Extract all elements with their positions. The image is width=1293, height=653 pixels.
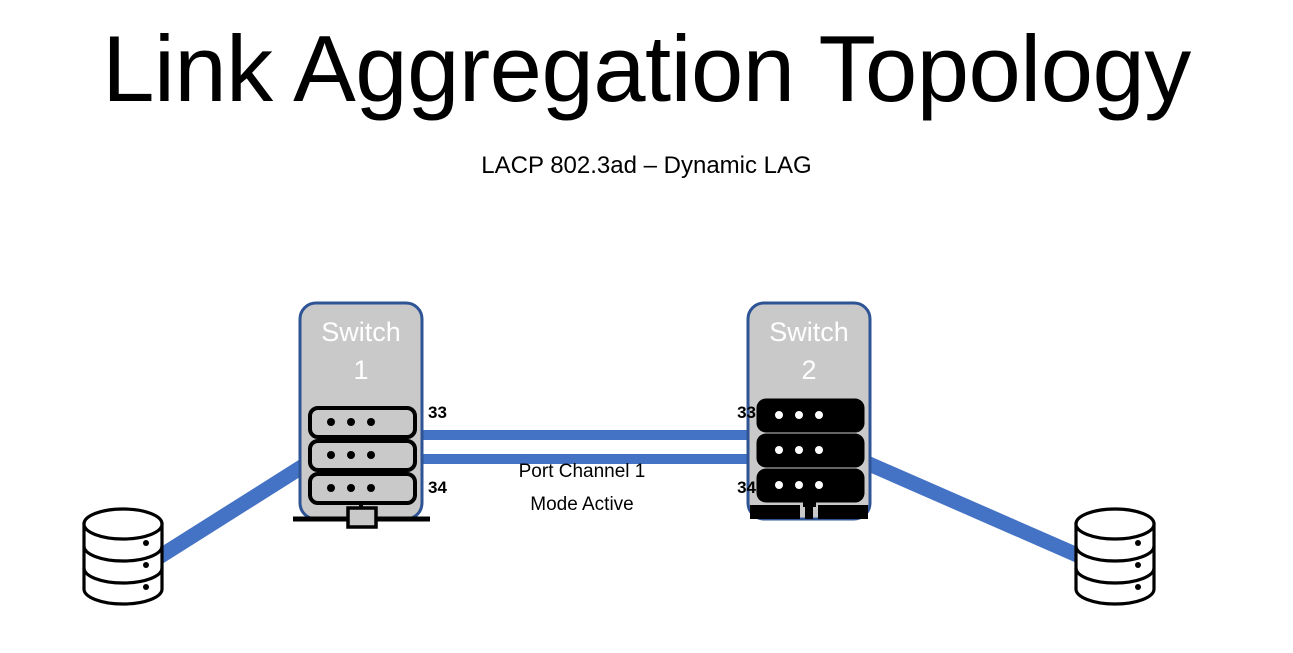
switch-2-bay-3 bbox=[756, 468, 865, 503]
db-right-dot-1 bbox=[1135, 540, 1141, 546]
db-left[interactable] bbox=[82, 507, 164, 606]
title-block: Link Aggregation Topology bbox=[0, 18, 1293, 120]
db-right-dot-3 bbox=[1135, 584, 1141, 590]
switch-2-bay-1 bbox=[756, 398, 865, 433]
db-left-dot-2 bbox=[143, 562, 149, 568]
db-right-band-2 bbox=[1074, 567, 1156, 585]
switch-2-port-34-label: 34 bbox=[737, 478, 756, 497]
db-right-body bbox=[1074, 522, 1156, 606]
switch-1-bay-1-dot-1 bbox=[327, 418, 335, 426]
page-title: Link Aggregation Topology bbox=[102, 16, 1191, 121]
switch-1-bay-2 bbox=[308, 439, 417, 472]
switch-1-bay-3-dot-3 bbox=[367, 484, 375, 492]
switch-1-bay-1-dot-3 bbox=[367, 418, 375, 426]
switch-2-base-left bbox=[750, 505, 800, 519]
switch-1-bay-2-dot-2 bbox=[347, 451, 355, 459]
switch-2-base-center bbox=[805, 505, 813, 519]
db-right[interactable] bbox=[1074, 507, 1156, 606]
switch-2[interactable] bbox=[746, 301, 872, 521]
switch-1-bay-3-dot-2 bbox=[347, 484, 355, 492]
switch-1-bay-1 bbox=[308, 406, 417, 439]
switch-2-bay-2-dot-1 bbox=[775, 446, 783, 454]
switch-1-bay-3-dot-1 bbox=[327, 484, 335, 492]
link-db-left-to-switch1 bbox=[143, 456, 313, 571]
switch-1-bay-2-dot-3 bbox=[367, 451, 375, 459]
db-left-band-2 bbox=[82, 567, 164, 585]
switch-1-bay-1-dot-2 bbox=[347, 418, 355, 426]
db-left-body bbox=[82, 522, 164, 606]
switch-1-pedestal bbox=[346, 506, 378, 529]
switch-1[interactable] bbox=[293, 301, 430, 529]
db-right-dot-2 bbox=[1135, 562, 1141, 568]
db-left-band-1 bbox=[82, 545, 164, 563]
switch-1-port-34-label: 34 bbox=[428, 478, 447, 497]
switch-2-base-right bbox=[818, 505, 868, 519]
db-left-dot-1 bbox=[143, 540, 149, 546]
switch-1-bay-2-dot-1 bbox=[327, 451, 335, 459]
switch-2-bay-2-dot-3 bbox=[815, 446, 823, 454]
lacp-mode-label: Mode Active bbox=[530, 494, 634, 515]
db-left-dot-3 bbox=[143, 584, 149, 590]
switch-2-bay-1-dot-3 bbox=[815, 411, 823, 419]
page-subtitle: LACP 802.3ad – Dynamic LAG bbox=[481, 152, 812, 179]
link-switch2-to-db-right bbox=[856, 453, 1104, 572]
switch-1-port-33-label: 33 bbox=[428, 403, 447, 422]
switch-1-bay-3 bbox=[308, 472, 417, 505]
switch-2-bay-1-dot-2 bbox=[795, 411, 803, 419]
switch-2-bay-3-dot-2 bbox=[795, 481, 803, 489]
port-channel-label: Port Channel 1 bbox=[518, 461, 646, 482]
switch-2-bay-3-dot-1 bbox=[775, 481, 783, 489]
db-left-top bbox=[82, 507, 164, 541]
switch-2-port-33-label: 33 bbox=[737, 403, 756, 422]
switch-2-bay-2 bbox=[756, 433, 865, 468]
link-layer bbox=[143, 430, 1104, 572]
switch-2-bay-2-dot-2 bbox=[795, 446, 803, 454]
db-right-band-1 bbox=[1074, 545, 1156, 563]
db-right-top bbox=[1074, 507, 1156, 541]
switch-2-bay-3-dot-3 bbox=[815, 481, 823, 489]
switch-2-bay-1-dot-1 bbox=[775, 411, 783, 419]
